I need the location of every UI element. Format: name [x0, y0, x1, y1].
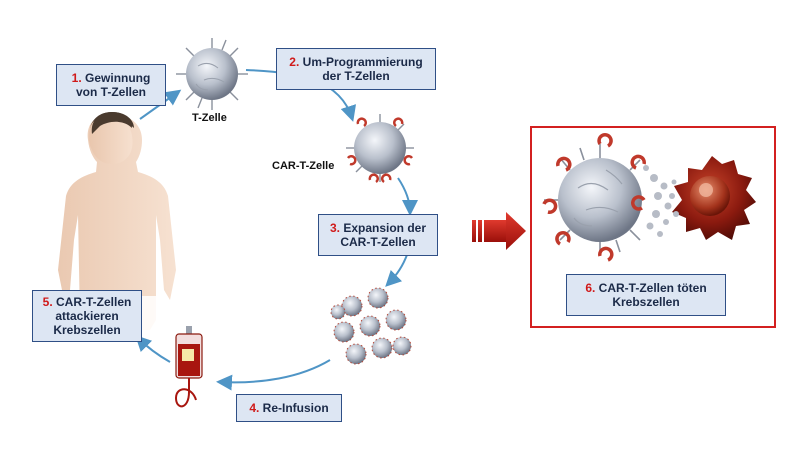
- step-4-line-1: 4. Re-Infusion: [249, 401, 329, 415]
- infusion-bag-icon: [174, 326, 203, 408]
- step-6-line-1: 6. CAR-T-Zellen töten: [585, 281, 707, 295]
- t-cell-icon: [176, 38, 248, 110]
- arrow-to-infusion: [216, 359, 331, 391]
- step-5-line-2: attackieren: [55, 309, 119, 323]
- step-5-box: 5. CAR-T-Zellen attackieren Krebszellen: [32, 290, 142, 342]
- step-6-line-2: Krebszellen: [612, 295, 680, 309]
- step-4-box: 4. Re-Infusion: [236, 394, 342, 422]
- step-2-line-1: 2. Um-Programmierung: [289, 55, 423, 69]
- step-5-line-3: Krebszellen: [53, 323, 121, 337]
- step-1-box: 1. Gewinnung von T-Zellen: [56, 64, 166, 106]
- car-t-cell-icon: [346, 114, 414, 184]
- cell-cluster-icon: [330, 287, 412, 365]
- step-2-line-2: der T-Zellen: [322, 69, 390, 83]
- cancer-cell-icon: [672, 156, 756, 240]
- result-frame: [530, 126, 776, 328]
- step-3-box: 3. Expansion der CAR-T-Zellen: [318, 214, 438, 256]
- step-3-line-2: CAR-T-Zellen: [340, 235, 416, 249]
- big-right-arrow-icon: [472, 212, 526, 250]
- t-cell-label: T-Zelle: [192, 112, 227, 124]
- step-3-line-1: 3. Expansion der: [329, 221, 427, 235]
- step-5-line-1: 5. CAR-T-Zellen: [42, 295, 132, 309]
- step-1-line-1: 1. Gewinnung: [71, 71, 151, 85]
- attack-scene: [542, 133, 756, 262]
- step-1-line-2: von T-Zellen: [75, 85, 146, 99]
- arrow-to-patient: [135, 335, 171, 363]
- car-t-cell-label: CAR-T-Zelle: [272, 160, 335, 172]
- step-6-box: 6. CAR-T-Zellen töten Krebszellen: [566, 274, 726, 316]
- arrow-to-expansion: [397, 177, 418, 216]
- step-2-box: 2. Um-Programmierung der T-Zellen: [276, 48, 436, 90]
- arrow-to-cluster: [385, 251, 409, 287]
